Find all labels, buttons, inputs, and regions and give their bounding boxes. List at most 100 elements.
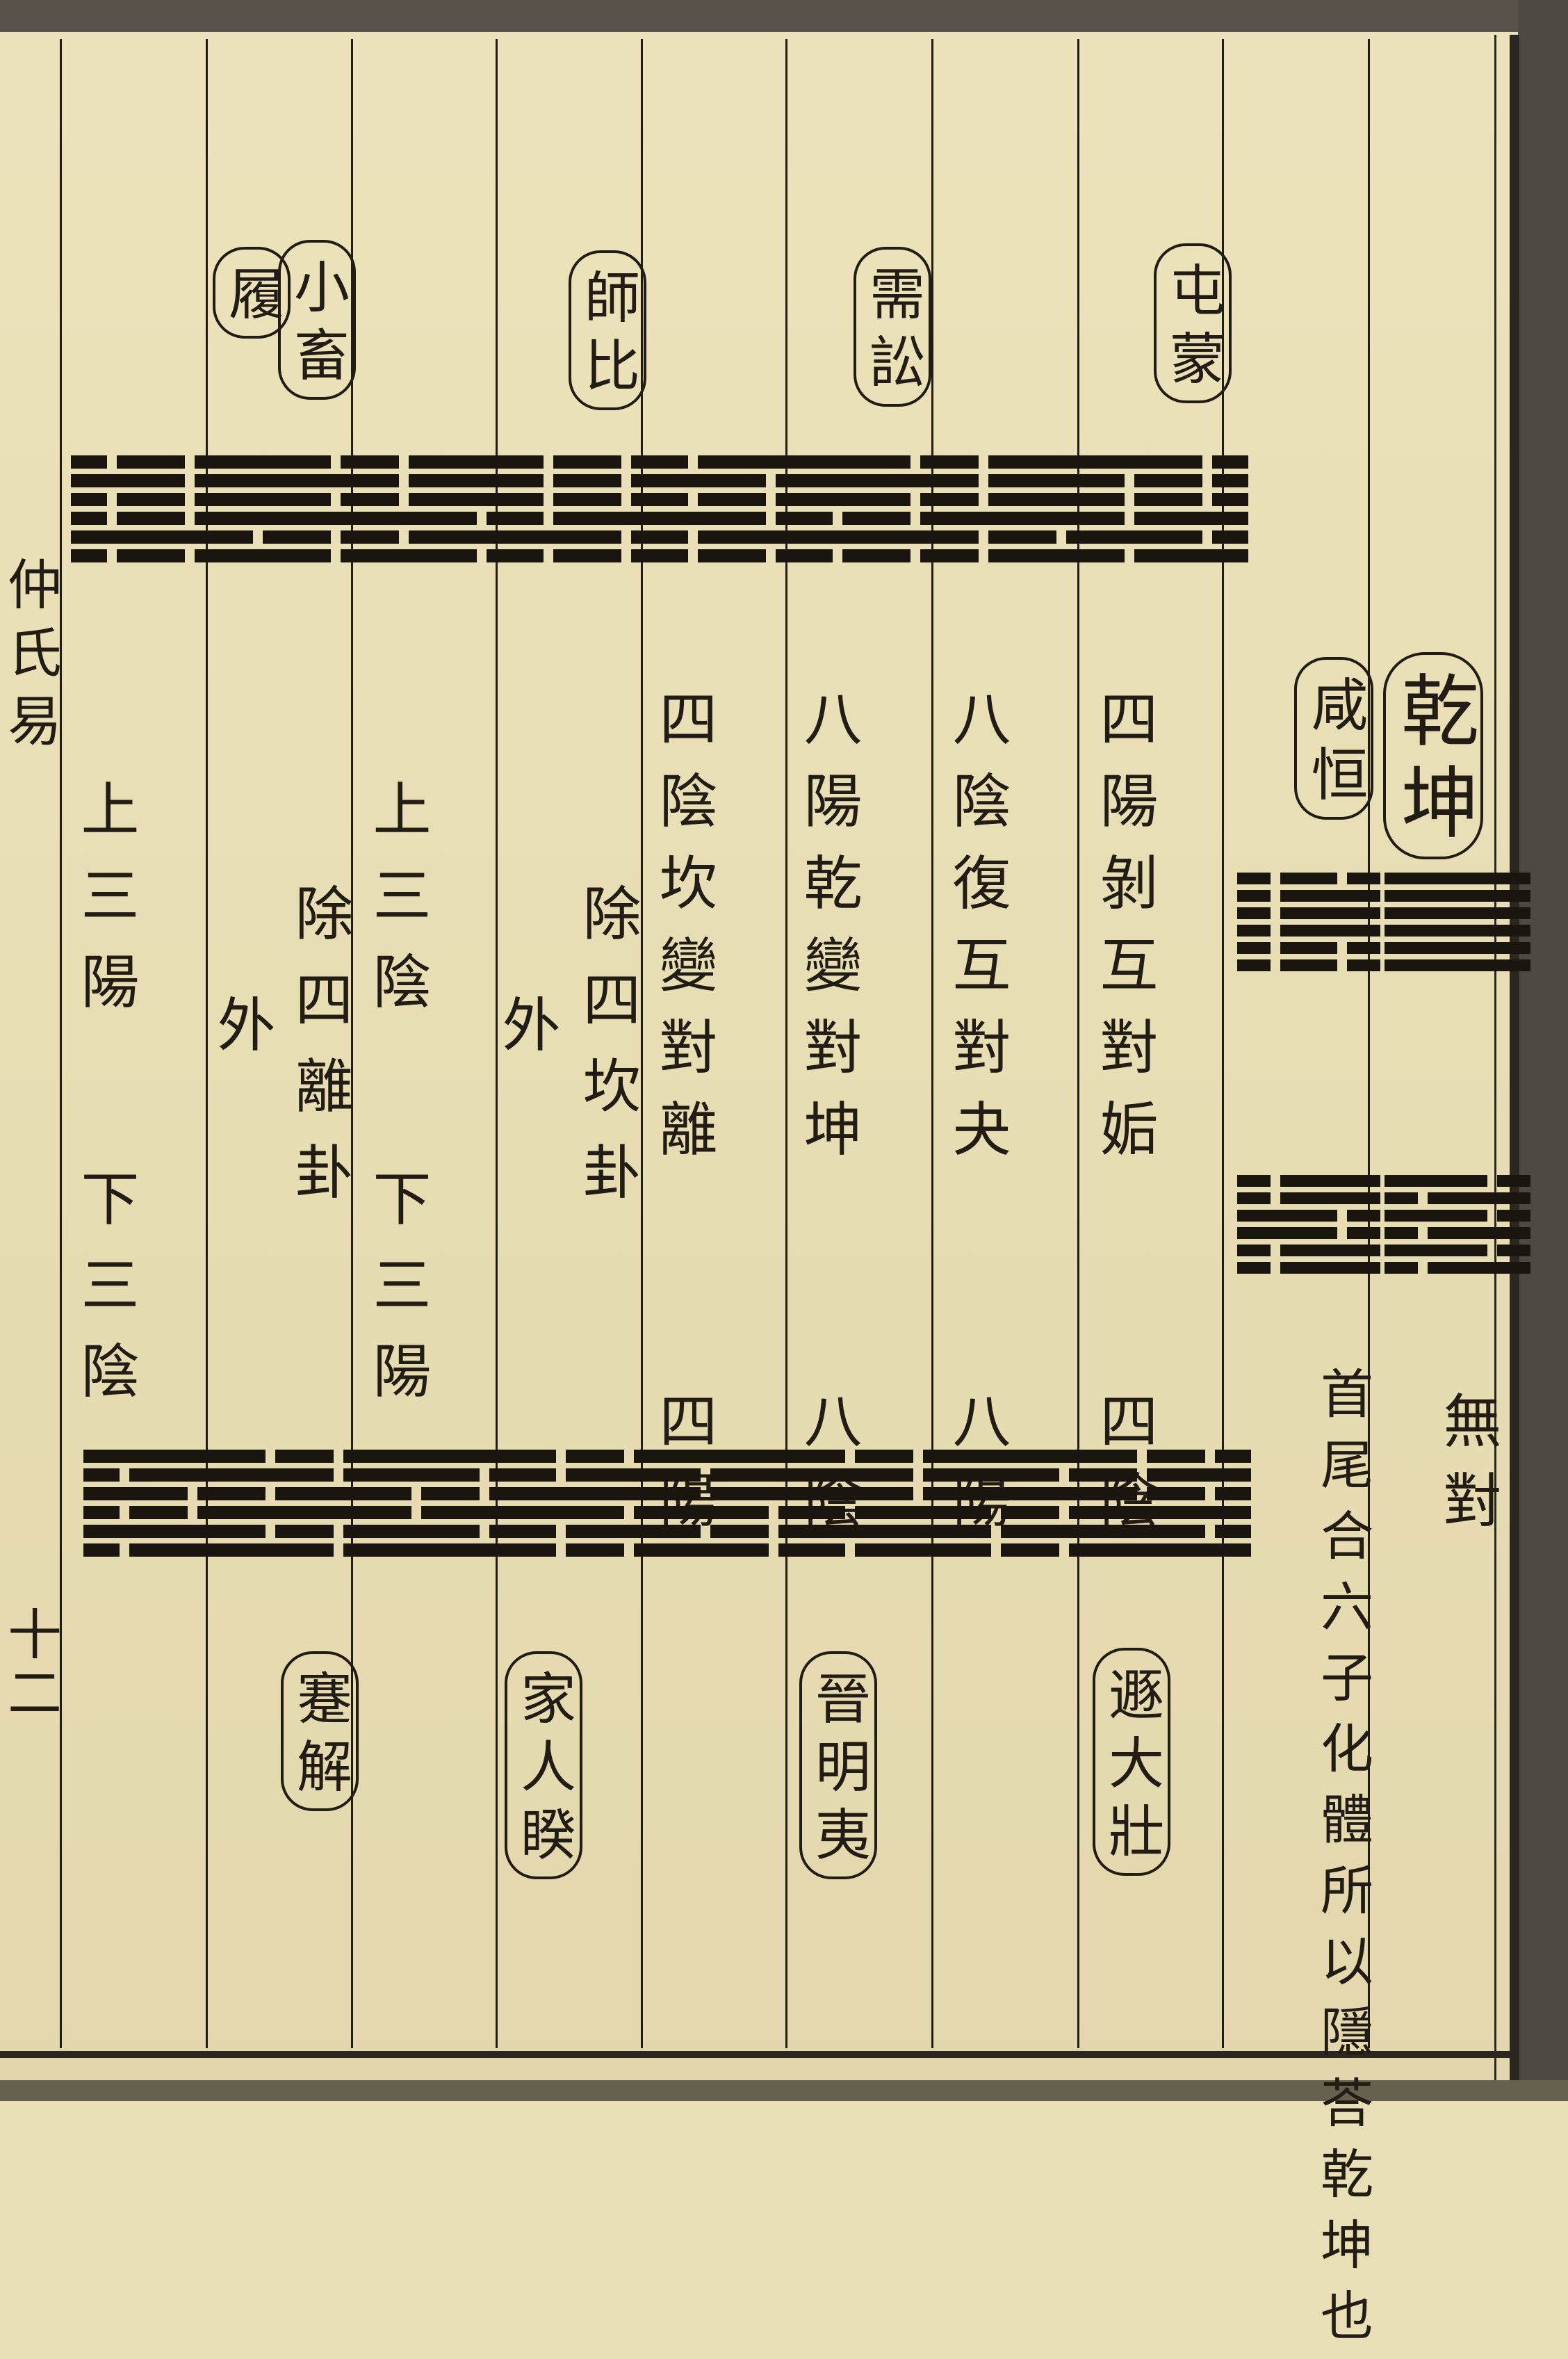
yang-line (1304, 925, 1380, 937)
hexagram-bars (520, 1450, 602, 1562)
yang-line (1237, 1227, 1314, 1239)
text-col6-bottom: 下三陽 (364, 1168, 432, 1427)
yang-line (652, 512, 734, 525)
yin-line (1237, 1175, 1314, 1187)
yin-line (1023, 1468, 1105, 1482)
yang-line (809, 1468, 891, 1482)
yang-line (1385, 959, 1461, 971)
yin-line (1237, 873, 1314, 884)
column-rule (641, 39, 643, 2048)
page-border-bottom (0, 2051, 1519, 2058)
yang-line (441, 474, 523, 487)
yin-line (71, 493, 153, 506)
yang-line (520, 1506, 602, 1519)
yin-line (1237, 907, 1314, 919)
hexagram-bars (955, 1450, 1037, 1562)
yin-line (1088, 493, 1170, 506)
yin-line (443, 1468, 525, 1482)
scan-edge-bottom (0, 2080, 1568, 2101)
yang-line (441, 455, 523, 469)
yang-line (229, 1543, 311, 1557)
yin-line (1237, 1245, 1314, 1256)
hexagram-bars (664, 1450, 746, 1562)
yin-line (942, 455, 1024, 469)
column-rule (60, 39, 62, 2048)
yang-line (1385, 1175, 1461, 1187)
yang-line (1166, 512, 1248, 525)
hexagram-bars (730, 455, 812, 568)
yang-line (375, 1468, 457, 1482)
yin-line (1454, 1245, 1530, 1256)
yin-line (71, 512, 153, 525)
yang-line (1237, 1210, 1314, 1222)
yin-line (1304, 942, 1380, 954)
column-rule (931, 39, 933, 2048)
yang-line (809, 1487, 891, 1500)
yin-line (1237, 942, 1314, 954)
yang-line (942, 512, 1024, 525)
book-title: 仲氏易 (0, 556, 61, 761)
yang-line (797, 474, 879, 487)
hexagram-bars (588, 1450, 670, 1562)
text-wu-dui: 無對 (1434, 1391, 1502, 1549)
yin-line (1304, 873, 1380, 884)
page-border-right-inner (1494, 35, 1496, 2080)
yang-line (71, 474, 153, 487)
yang-line (797, 493, 879, 506)
text-note: 首尾合六子化體所以隱荅乾坤也 (1312, 1366, 1373, 2359)
label-shi-bi: 師比 (569, 250, 646, 410)
yin-line (1385, 1227, 1461, 1239)
yang-line (83, 1487, 165, 1500)
yin-line (1166, 455, 1248, 469)
yin-line (652, 455, 734, 469)
yang-line (955, 1468, 1037, 1482)
yin-line (1169, 1487, 1251, 1500)
yang-line (664, 1506, 746, 1519)
yang-line (83, 1450, 165, 1463)
yang-line (1454, 942, 1530, 954)
yang-line (1454, 925, 1530, 937)
yang-line (217, 549, 299, 562)
yin-line (1304, 1210, 1380, 1222)
yin-line (152, 1506, 234, 1519)
yang-line (733, 1468, 815, 1482)
yin-line (588, 1506, 670, 1519)
yin-line (877, 1487, 959, 1500)
yang-line (1101, 1506, 1183, 1519)
yang-line (877, 1525, 959, 1538)
yang-line (797, 455, 879, 469)
hexagram-bars (809, 1450, 891, 1562)
hexagram-bars (1454, 873, 1530, 977)
yin-line (942, 493, 1024, 506)
label-jiaren-kui: 家人睽 (505, 1651, 582, 1879)
yang-line (874, 474, 956, 487)
yin-line (1304, 1227, 1380, 1239)
yang-line (229, 1506, 311, 1519)
hexagram-bars (1023, 1450, 1105, 1562)
yang-line (443, 1543, 525, 1557)
hexagram-bars (877, 1450, 959, 1562)
label-lu: 履 (213, 247, 291, 339)
hexagram-bars (733, 1450, 815, 1562)
yang-line (1454, 959, 1530, 971)
text-col8-bottom: 下三陰 (72, 1168, 140, 1427)
yang-line (1023, 1525, 1105, 1538)
yang-line (1304, 1245, 1380, 1256)
yang-line (1166, 549, 1248, 562)
yang-line (1454, 873, 1530, 884)
yang-line (443, 1506, 525, 1519)
yang-line (664, 1543, 746, 1557)
yin-line (942, 549, 1024, 562)
yin-line (152, 1487, 234, 1500)
yin-line (1385, 1262, 1461, 1274)
yin-line (652, 549, 734, 562)
yin-line (507, 512, 589, 525)
yang-line (152, 1525, 234, 1538)
yin-line (1088, 549, 1170, 562)
page-border-right (1510, 35, 1519, 2080)
yin-line (71, 455, 153, 469)
yang-line (1385, 925, 1461, 937)
yang-line (1020, 512, 1102, 525)
yang-line (1169, 1506, 1251, 1519)
yang-line (588, 1525, 670, 1538)
